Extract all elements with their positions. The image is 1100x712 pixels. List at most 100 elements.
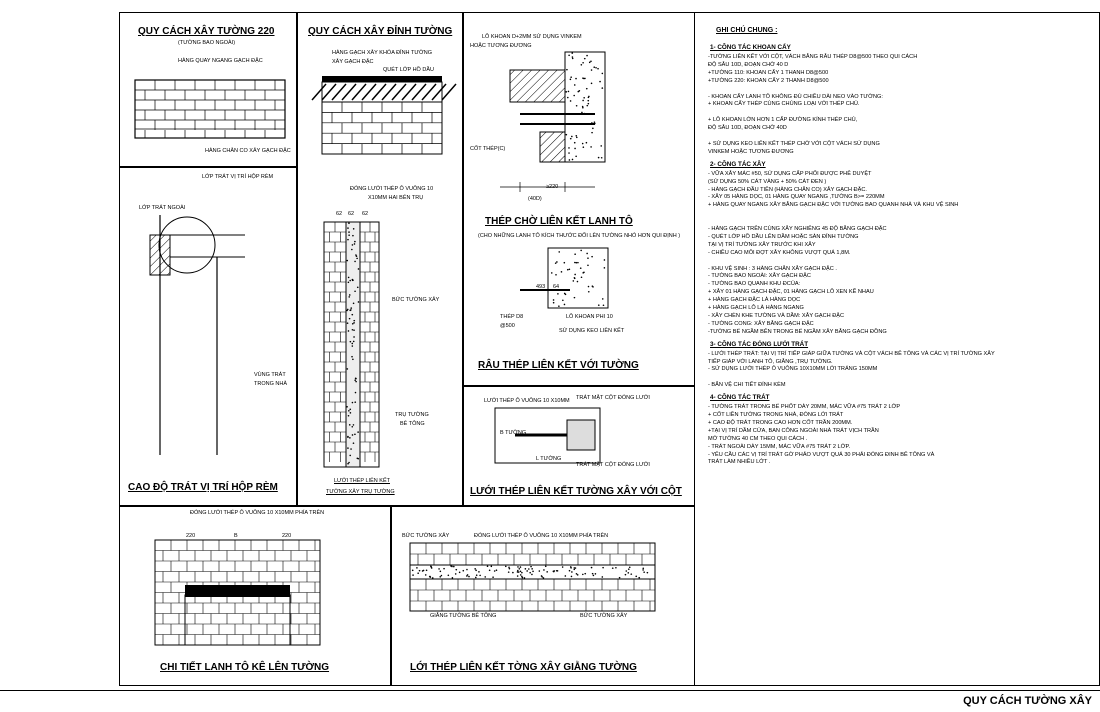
lintel-anchor-label1: LỖ KHOAN D+2MM SỬ DỤNG VINKEM (482, 34, 582, 40)
notes-line: ĐỘ SÂU 10D, ĐOẠN CHỜ 40D (708, 125, 787, 132)
walltop-title: QUY CÁCH XÂY ĐỈNH TƯỜNG (308, 26, 453, 37)
meshwall-label4: TRỤ TƯỜNG (395, 412, 429, 418)
notes-line: - VỮA XÂY MÁC #50, SỬ DỤNG CẤP PHỐI ĐƯỢC… (708, 170, 872, 177)
meshcolumn-label2: TRÁT MẶT CỘT ĐÓNG LƯỚI (576, 395, 650, 401)
panel-divider-h1 (119, 166, 297, 168)
notes-line: - KHU VỆ SINH : 3 HÀNG CHÂN XÂY GẠCH ĐẶC… (708, 265, 837, 272)
rebar-wall-drawing (520, 247, 609, 309)
meshcolumn-label4: L TƯỜNG (536, 456, 562, 462)
lintel-anchor-dim2: (40D) (528, 196, 542, 202)
notes-section-title: 1- CÔNG TÁC KHOAN CẤY (710, 44, 791, 51)
panel-divider-h3 (119, 505, 695, 507)
meshwall-dim-3: 62 (362, 211, 369, 217)
meshwall-dim-2: 62 (348, 211, 355, 217)
notes-line: - TƯỜNG CONG: XÂY BẰNG GẠCH ĐẶC (708, 320, 814, 327)
beamwall-title: LỚI THÉP LIÊN KẾT TỜNG XÂY GIẰNG TƯỜNG (410, 662, 637, 673)
panel-divider-v2 (462, 12, 464, 506)
notes-line: + SỬ DỤNG KEO LIÊN KẾT THÉP CHỜ VỚI CỘT … (708, 140, 880, 147)
meshwall-drawing (323, 221, 380, 468)
lintel-anchor-label2: HOẶC TƯƠNG ĐƯƠNG (470, 43, 532, 49)
notes-line: - QUÉT LỚP HỒ DẦU LÊN DẦM HOẶC SÀN ĐỈNH … (708, 233, 859, 240)
notes-line: - LƯỚI THÉP TRÁT: TẠI VỊ TRÍ TIẾP GIÁP G… (708, 350, 995, 357)
notes-line: +TƯỜNG 220: KHOAN CẤY 2 THANH D8@500 (708, 77, 829, 84)
plaster-title: CAO ĐỘ TRÁT VỊ TRÍ HỘP RÈM (128, 482, 278, 493)
notes-line: - HÀNG GẠCH TRÊN CÙNG XÂY NGHIÊNG 45 ĐỘ … (708, 226, 887, 232)
rebar-wall-label3: LỖ KHOAN PHI 10 (566, 314, 613, 320)
lintelwall-label1: ĐÓNG LƯỚI THÉP Ô VUÔNG 10 X10MM PHÍA TRÊ… (190, 510, 325, 516)
notes-section-title: 3- CÔNG TÁC ĐÓNG LƯỚI TRÁT (710, 340, 809, 348)
rebar-wall-dim2: 64 (553, 284, 560, 290)
walltop-label2: XÂY GẠCH ĐẶC (332, 59, 374, 65)
beamwall-label2: ĐÓNG LƯỚI THÉP Ô VUÔNG 10 X10MM PHÍA TRÊ… (474, 533, 609, 539)
notes-line: TIẾP GIÁP VỚI LANH TÔ, GIẰNG ,TRỤ TƯỜNG. (708, 358, 833, 365)
notes-line: +TƯỜNG 110: KHOAN CẤY 1 THANH D8@500 (708, 69, 829, 76)
meshwall-label2: X10MM HAI BÊN TRỤ (368, 195, 424, 201)
wall220-label-bottom: HÀNG CHÂN CO XÂY GẠCH ĐẶC (205, 148, 291, 154)
title-bar: QUY CÁCH TƯỜNG XÂY (0, 690, 1100, 712)
meshwall-label3: BỨC TƯỜNG XÂY (392, 297, 440, 303)
meshwall-caption2: TƯỜNG XÂY TRỤ TƯỜNG (326, 489, 395, 495)
rebar-wall-title: RÂU THÉP LIÊN KẾT VỚI TƯỜNG (478, 360, 639, 371)
beamwall-label1: BỨC TƯỜNG XÂY (402, 533, 450, 539)
lintel-anchor-label3: CỐT THÉP(C) (470, 146, 506, 152)
notes-line: + CỐT LIỀN TƯỜNG TRONG NHÀ, ĐÓNG LỚI TRÁ… (708, 412, 844, 418)
lintel-anchor-title: THÉP CHỜ LIÊN KẾT LANH TÔ (485, 216, 633, 227)
rebar-wall-label1: THÉP D8 (500, 314, 524, 320)
notes-line: + LỖ KHOAN LỚN HƠN 1 CẤP ĐƯỜNG KÍNH THÉP… (708, 117, 858, 124)
rebar-wall-dim1: 493 (536, 284, 546, 290)
lintelwall-title: CHI TIẾT LANH TÔ KÊ LÊN TƯỜNG (160, 662, 330, 673)
meshwall-label5: BÊ TÔNG (400, 421, 425, 427)
meshcolumn-label1: LƯỚI THÉP Ô VUÔNG 10 X10MM (484, 398, 570, 404)
plaster-label3: VÙNG TRÁT (254, 372, 286, 378)
panel-divider-v1 (296, 12, 298, 506)
walltop-label3: QUÉT LỚP HỒ DẦU (383, 67, 434, 73)
notes-line: -TƯỜNG BỂ NGẦM BÊN TRONG BỂ NGẦM XÂY BẰN… (708, 328, 887, 335)
beamwall-label3: GIẰNG TƯỜNG BÊ TÔNG (430, 613, 497, 619)
notes-line: + HÀNG GẠCH LỖ LÀ HÀNG NGANG (708, 305, 804, 311)
plaster-label1: LỚP TRÁT VỊ TRÍ HỘP RÈM (202, 174, 274, 180)
notes-line: + HÀNG QUAY NGANG XÂY BẰNG GẠCH ĐẶC VỚI … (708, 202, 959, 209)
notes-line: -TƯỜNG LIÊN KẾT VỚI CỘT, VÁCH BẰNG RÂU T… (708, 54, 918, 60)
notes-line: - YÊU CẦU CÁC VỊ TRÍ TRÁT GỜ PHẢO VƯỢT Q… (708, 451, 935, 458)
notes-line: - TƯỜNG BAO NGOÀI: XÂY GẠCH ĐẶC (708, 273, 811, 280)
lintelwall-dim-1: 220 (186, 533, 196, 539)
meshcolumn-label5: TRÁT MẶT CỘT ĐÓNG LƯỚI (576, 462, 650, 468)
lintel-anchor-drawing (500, 51, 606, 192)
meshwall-caption1: LƯỚI THÉP LIÊN KẾT (334, 478, 390, 484)
notes-line: - XÂY 05 HÀNG DỌC, 01 HÀNG QUAY NGANG ,T… (708, 194, 885, 201)
lintelwall-dim-2: B (234, 533, 238, 539)
notes-line: - TƯỜNG BAO QUANH KHU ĐCỦA: (708, 281, 801, 288)
lintelwall-drawing (154, 539, 321, 646)
beamwall-label4: BỨC TƯỜNG XÂY (580, 613, 628, 619)
wall220-title: QUY CÁCH XÂY TƯỜNG 220 (138, 26, 275, 37)
notes-section-title: 2- CÔNG TÁC XÂY (710, 160, 766, 168)
notes-line: - XÂY CHÈN KHE TƯỜNG VÀ DẦM: XÂY GẠCH ĐẶ… (708, 312, 845, 319)
notes-line: - CHIỀU CAO MỖI ĐỢT XÂY KHÔNG VƯỢT QUÁ 1… (708, 249, 851, 256)
rebar-wall-label2: @500 (500, 323, 515, 329)
lintel-anchor-subtitle: (CHO NHỮNG LANH TÔ KÍCH THƯỚC ĐỐI LÊN TƯ… (478, 233, 681, 239)
notes-heading: GHI CHÚ CHUNG : (716, 27, 778, 34)
notes-line: + CAO ĐỘ TRÁT TRONG CAO HƠN CỐT TRẦN 200… (708, 419, 853, 426)
drawing-title: QUY CÁCH TƯỜNG XÂY (963, 695, 1092, 707)
walltop-drawing (311, 76, 457, 155)
meshwall-dim-1: 62 (336, 211, 343, 217)
notes-line: (SỬ DỤNG 50% CÁT VÀNG + 50% CÁT ĐEN ) (708, 178, 827, 185)
panel-divider-v3 (390, 505, 392, 686)
notes-frame (694, 12, 1100, 686)
meshcolumn-drawing (494, 407, 601, 464)
notes-line: + HÀNG GẠCH ĐẶC LÀ HÀNG DỌC (708, 297, 801, 304)
notes-line: - KHOAN CẤY LANH TÔ KHÔNG ĐỦ CHIỀU DÀI N… (708, 93, 883, 100)
notes-line: TẠI VỊ TRÍ TƯỜNG XÂY TRƯỚC KHI XÂY (708, 241, 816, 248)
notes-line: - SỬ DỤNG LƯỚI THÉP Ô VUÔNG 10X10MM LỚI … (708, 366, 878, 373)
meshcolumn-label3: B TƯỜNG (500, 430, 527, 436)
lintel-anchor-dim1: ≥220 (546, 184, 559, 190)
notes-line: VINKEM HOẶC TƯƠNG ĐƯƠNG (708, 148, 794, 155)
notes-line: TRÁT LÀM NHIỀU LỚT . (708, 459, 771, 466)
plaster-label2: LỚP TRÁT NGOÀI (139, 205, 186, 211)
notes-line: - BẮN VỆ CHI TIẾT ĐÍNH KÈM (708, 382, 786, 389)
panel-divider-h2 (462, 385, 695, 387)
wall220-subtitle: (TƯỜNG BAO NGOÀI) (178, 40, 236, 46)
notes-line: + KHOAN CẤY THÉP CÙNG CHỦNG LOẠI VỚI THÉ… (708, 101, 860, 108)
wall220-brick-drawing (134, 79, 286, 139)
plaster-label4: TRONG NHÀ (254, 381, 287, 387)
